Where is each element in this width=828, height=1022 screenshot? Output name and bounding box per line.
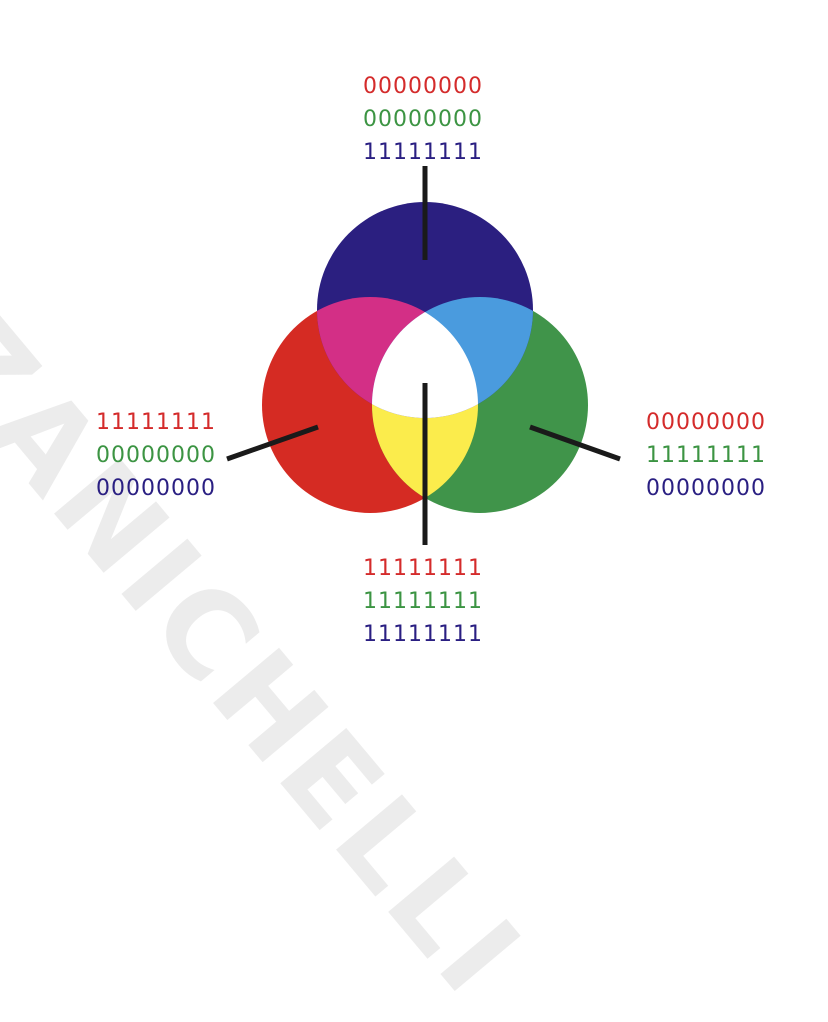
blue-channel-value: 00000000	[646, 476, 766, 501]
red-channel-value: 11111111	[96, 410, 216, 435]
red-channel-value: 00000000	[646, 410, 766, 435]
blue-binary-label: 00000000 00000000 11111111	[358, 70, 488, 169]
red-channel-value: 00000000	[363, 74, 483, 99]
blue-channel-value: 11111111	[363, 140, 483, 165]
red-channel-value: 11111111	[363, 556, 483, 581]
white-binary-label: 11111111 11111111 11111111	[358, 552, 488, 651]
blue-channel-value: 11111111	[363, 622, 483, 647]
rgb-venn-diagram: ZANICHELLI 00000000 00000000 11111	[0, 70, 766, 1022]
blue-channel-value: 00000000	[96, 476, 216, 501]
green-channel-value: 00000000	[363, 107, 483, 132]
leader-line-green	[529, 424, 621, 462]
leader-line-red	[226, 424, 319, 462]
green-channel-value: 11111111	[363, 589, 483, 614]
red-binary-label: 11111111 00000000 00000000	[86, 406, 216, 505]
green-channel-value: 11111111	[646, 443, 766, 468]
green-channel-value: 00000000	[96, 443, 216, 468]
green-binary-label: 00000000 11111111 00000000	[636, 406, 766, 505]
venn-svg	[226, 166, 621, 545]
